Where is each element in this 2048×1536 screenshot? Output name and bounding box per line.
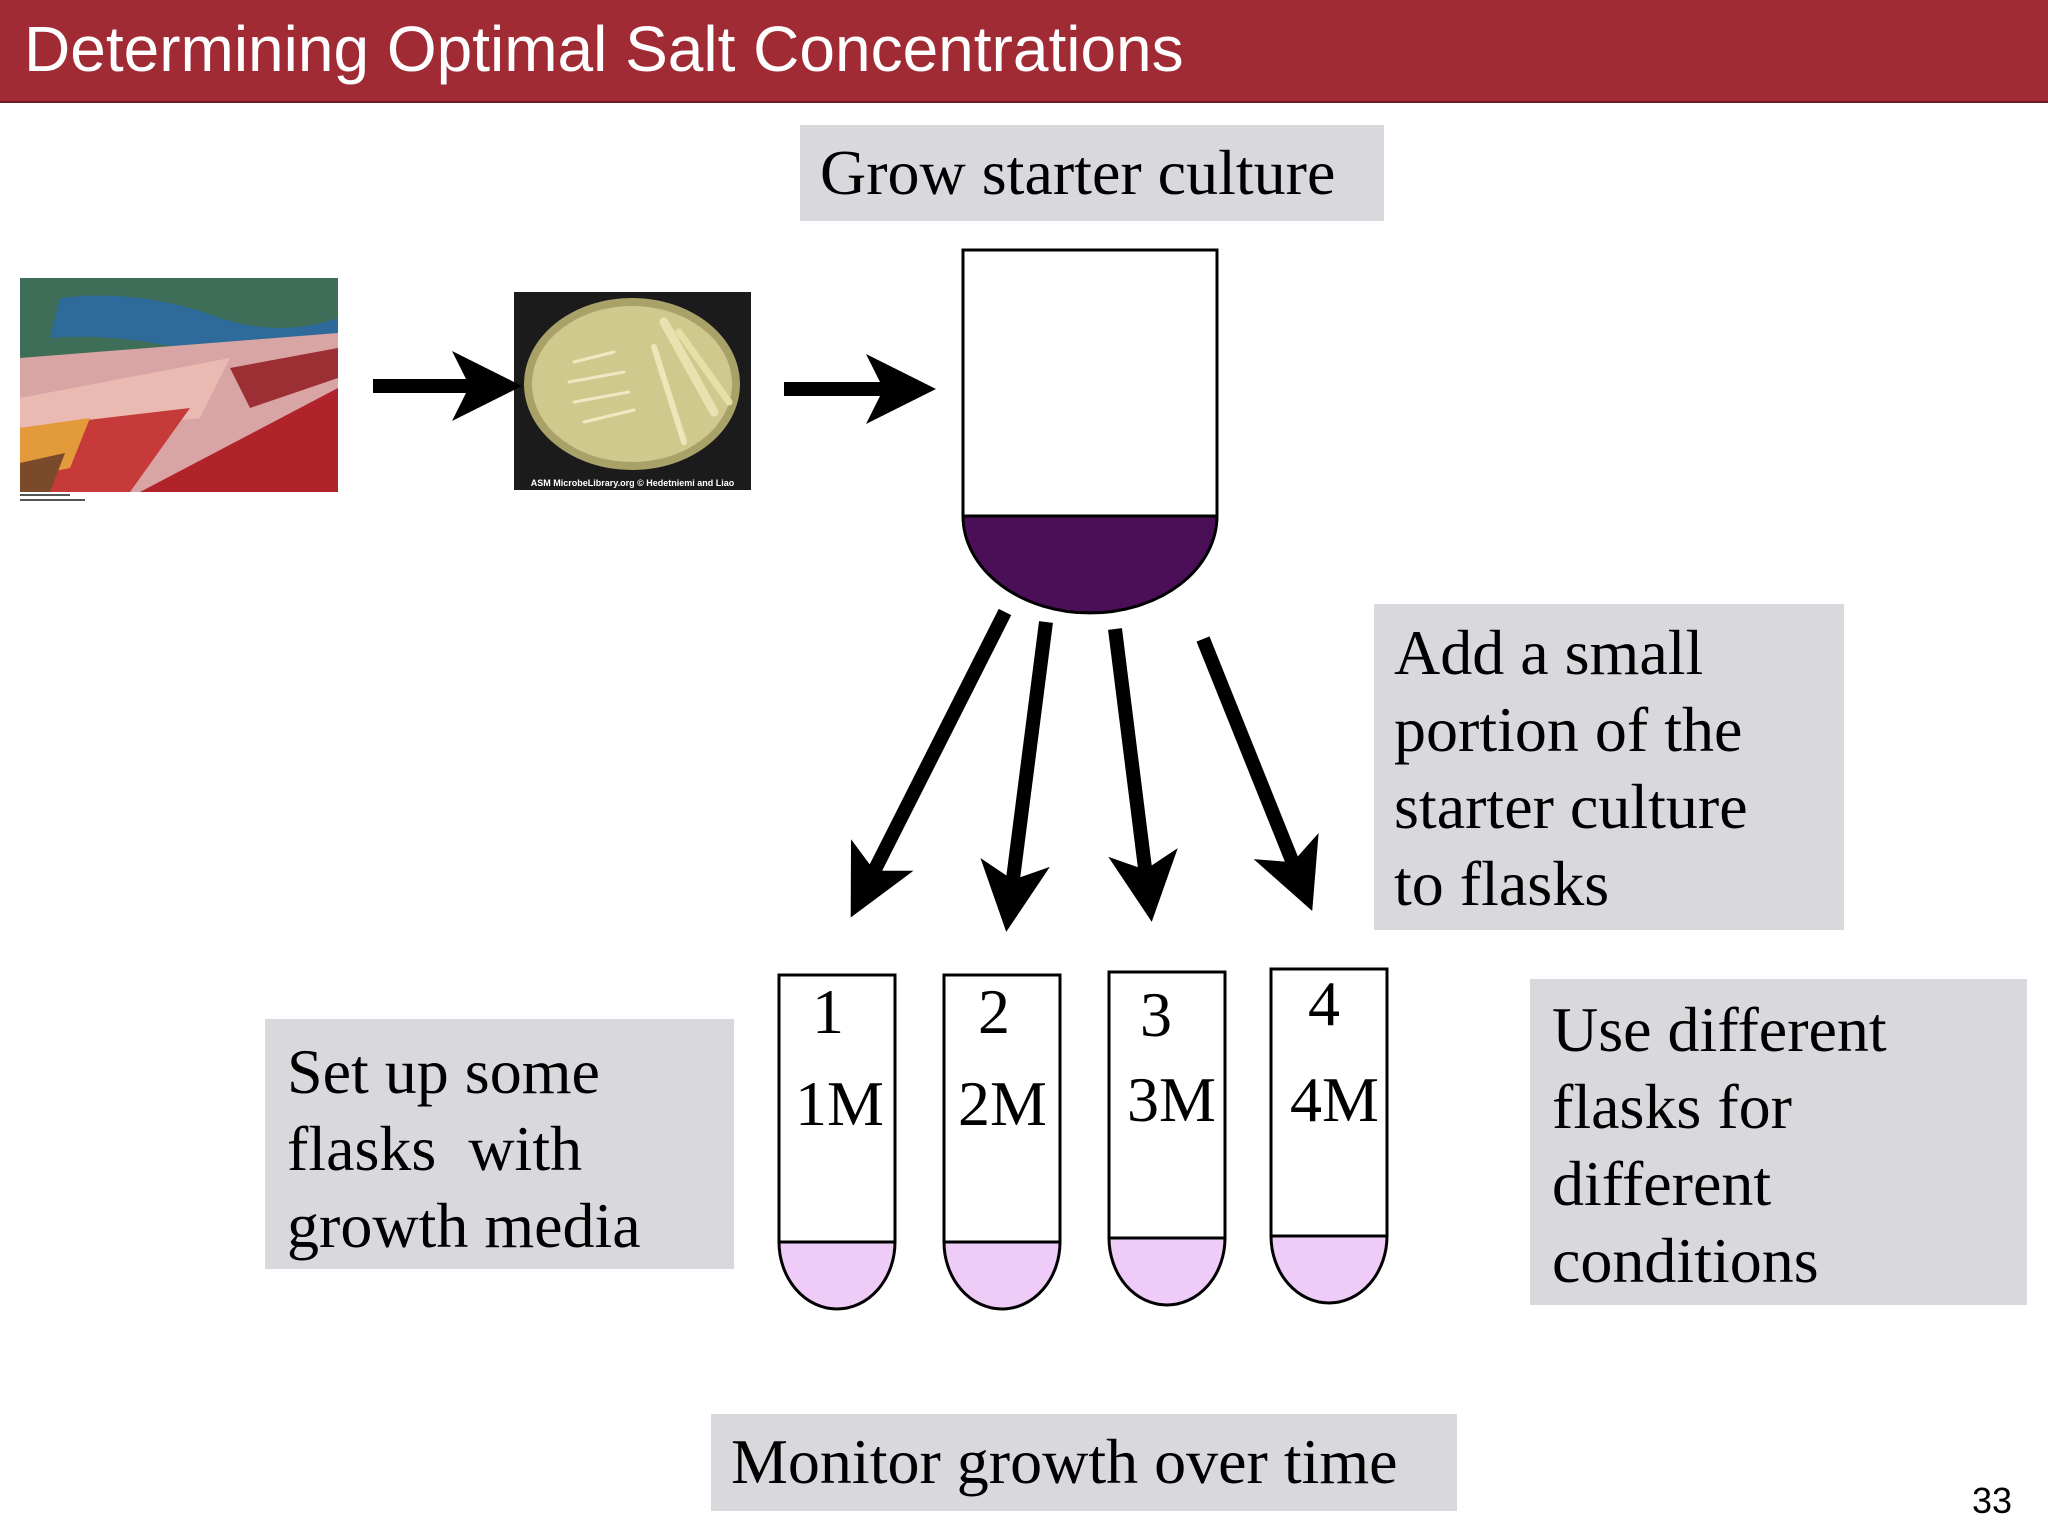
add-text-line-1: Add a small	[1394, 617, 1704, 688]
flask-3	[1107, 970, 1227, 1307]
add-portion-box: Add a small portion of the starter cultu…	[1374, 604, 1844, 930]
flask-2-concentration: 2M	[958, 1068, 1047, 1139]
title-bar: Determining Optimal Salt Concentrations	[0, 0, 2048, 103]
flask-3-concentration: 3M	[1127, 1064, 1216, 1135]
setup-text-line-3: growth media	[287, 1190, 641, 1261]
flask-4-number: 4	[1308, 968, 1340, 1039]
arrow-to-flask-3	[1108, 628, 1178, 922]
page-number: 33	[1972, 1480, 2013, 1521]
flask-1-number: 1	[812, 976, 844, 1047]
flask-2	[942, 973, 1062, 1311]
flask-1-concentration: 1M	[795, 1068, 884, 1139]
flask-4	[1269, 967, 1389, 1305]
use-text-line-4: conditions	[1552, 1225, 1819, 1296]
arrow-to-flask-4	[1196, 636, 1319, 911]
set-up-flasks-box: Set up some flasks with growth media	[265, 1019, 734, 1269]
salt-pond-photo	[20, 278, 338, 492]
flask-2-number: 2	[978, 976, 1010, 1047]
use-different-flasks-box: Use different flasks for different condi…	[1530, 979, 2027, 1305]
flask-4-concentration: 4M	[1290, 1064, 1379, 1135]
use-text-line-1: Use different	[1552, 994, 1887, 1065]
arrow-to-flask-1	[850, 608, 1012, 918]
add-text-line-3: starter culture	[1394, 771, 1748, 842]
flask-3-number: 3	[1140, 979, 1172, 1050]
arrow-to-flask-2	[980, 621, 1053, 932]
setup-text-line-2: flasks with	[287, 1113, 583, 1184]
photo-caption-lines	[20, 494, 100, 508]
starter-culture-flask	[961, 248, 1219, 615]
monitor-growth-box: Monitor growth over time	[711, 1414, 1457, 1511]
petri-dish-image	[524, 298, 740, 470]
grow-text: Grow starter culture	[820, 137, 1336, 208]
add-text-line-4: to flasks	[1394, 848, 1610, 919]
grow-starter-culture-box: Grow starter culture	[800, 125, 1384, 221]
flask-1	[777, 973, 897, 1311]
petri-photo-credit: ASM MicrobeLibrary.org © Hedetniemi and …	[530, 478, 735, 488]
setup-text-line-1: Set up some	[287, 1036, 600, 1107]
use-text-line-3: different	[1552, 1148, 1772, 1219]
slide-title: Determining Optimal Salt Concentrations	[24, 13, 1184, 85]
use-text-line-2: flasks for	[1552, 1071, 1792, 1142]
add-text-line-2: portion of the	[1394, 694, 1743, 765]
monitor-text: Monitor growth over time	[731, 1426, 1398, 1497]
salt-pond-image	[20, 278, 338, 492]
petri-dish-photo: ASM MicrobeLibrary.org © Hedetniemi and …	[514, 292, 751, 490]
